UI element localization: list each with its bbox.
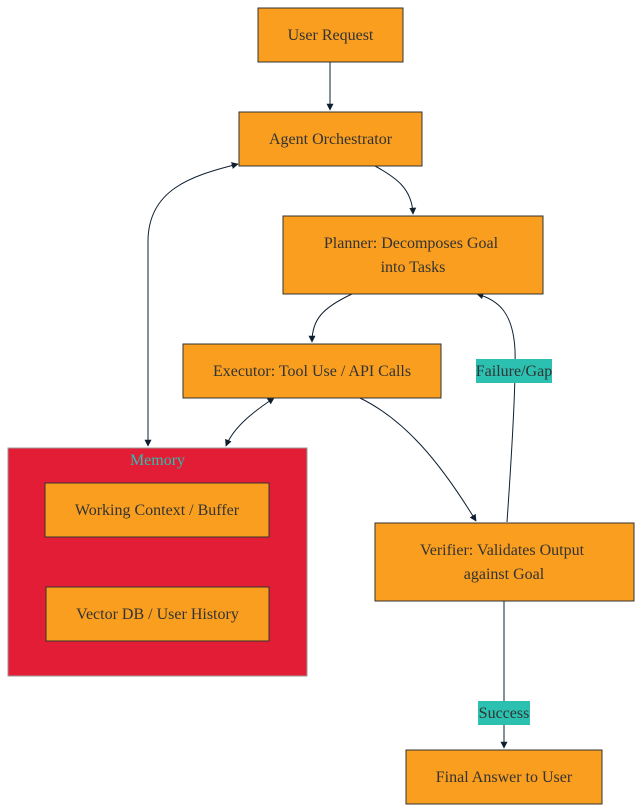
edge-planner-to-executor [308, 293, 353, 343]
edge-label-success: Success [478, 701, 530, 725]
edge-label-failure-text: Failure/Gap [476, 363, 552, 380]
node-orchestrator: Agent Orchestrator [238, 111, 423, 167]
node-final-answer: Final Answer to User [405, 749, 603, 805]
node-verifier-label-line1: Verifier: Validates Output [420, 542, 585, 559]
node-vector-db-label: Vector DB / User History [76, 606, 239, 623]
node-verifier: Verifier: Validates Output against Goal [374, 522, 635, 602]
node-working-context-label: Working Context / Buffer [75, 502, 240, 519]
node-user-request: User Request [257, 7, 404, 63]
node-orchestrator-label: Agent Orchestrator [269, 131, 393, 148]
edge-executor-memory [225, 397, 275, 447]
node-working-context: Working Context / Buffer [44, 482, 270, 538]
node-vector-db: Vector DB / User History [45, 586, 270, 642]
node-planner-label-line1: Planner: Decomposes Goal [324, 235, 499, 252]
edge-orchestrator-to-planner [374, 165, 417, 215]
node-planner-label-line2: into Tasks [381, 259, 446, 276]
node-planner: Planner: Decomposes Goal into Tasks [282, 215, 544, 295]
node-final-answer-label: Final Answer to User [436, 769, 573, 786]
edge-verifier-to-planner [476, 292, 516, 523]
node-executor-label: Executor: Tool Use / API Calls [213, 363, 411, 380]
memory-group-title: Memory [130, 452, 185, 469]
edge-orchestrator-memory [144, 162, 239, 447]
edge-label-failure: Failure/Gap [476, 359, 552, 383]
node-executor: Executor: Tool Use / API Calls [182, 343, 442, 399]
node-verifier-label-line2: against Goal [464, 566, 545, 583]
node-user-request-label: User Request [288, 27, 374, 44]
memory-group: Memory [7, 447, 308, 677]
edge-executor-to-verifier [359, 397, 477, 522]
edge-label-success-text: Success [479, 705, 530, 722]
